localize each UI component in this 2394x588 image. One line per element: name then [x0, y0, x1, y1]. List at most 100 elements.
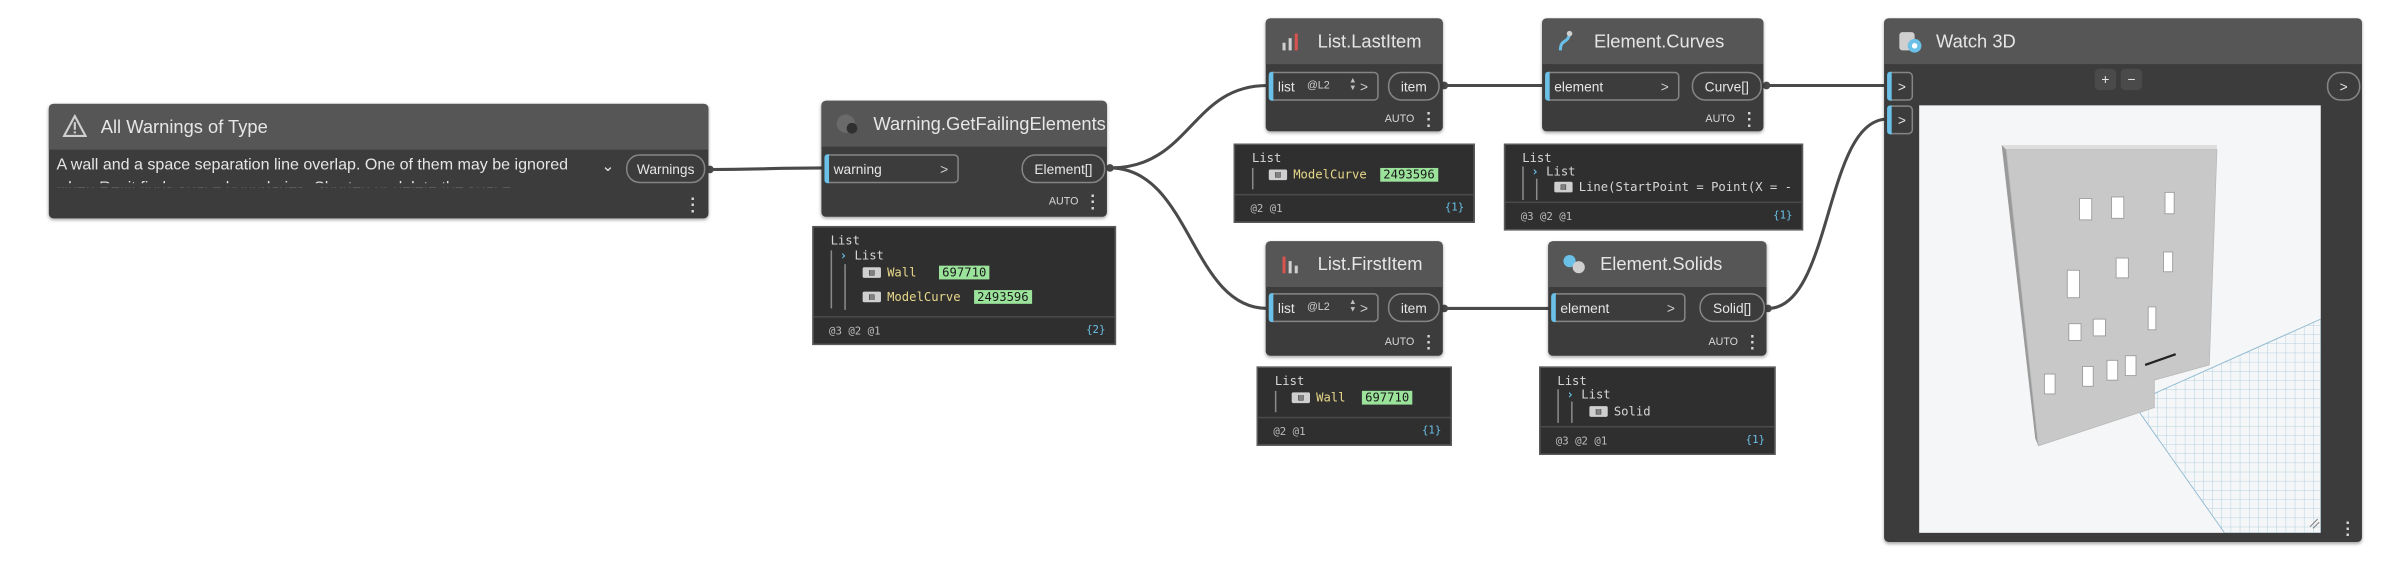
node-title: All Warnings of Type — [100, 116, 268, 138]
more-options-icon[interactable]: ··· — [1426, 328, 1432, 359]
preview-footer: @3 @2 @1 {1} — [1540, 425, 1775, 453]
node-list-lastitem[interactable]: List.LastItem list @L2 ▲▼ > item AUTO ··… — [1265, 18, 1443, 136]
element-id[interactable]: 2493596 — [1380, 167, 1438, 182]
more-options-icon[interactable]: ··· — [690, 190, 696, 222]
element-id[interactable]: 697710 — [1362, 390, 1413, 405]
chevron-right-icon: > — [2339, 78, 2348, 94]
preview-bubble-curves[interactable]: List › List ▤Line(StartPoint = Point(X =… — [1503, 143, 1804, 231]
output-port-warnings[interactable]: Warnings — [625, 154, 706, 184]
element-chip-icon: ▤ — [1291, 392, 1310, 404]
zoom-in-button[interactable]: + — [2094, 68, 2117, 91]
more-options-icon[interactable]: ··· — [1090, 187, 1096, 219]
node-header[interactable]: List.LastItem — [1265, 18, 1443, 65]
preview-sublist[interactable]: › List — [1566, 388, 1610, 402]
output-port-curves[interactable]: Curve[] — [1691, 71, 1762, 101]
chevron-down-icon[interactable]: ⌄ — [601, 158, 615, 176]
element-chip-icon: ▤ — [1268, 169, 1288, 181]
more-options-icon[interactable]: ··· — [1746, 105, 1753, 136]
node-list-firstitem[interactable]: List.FirstItem list @L2 ▲▼ > item AUTO ·… — [1265, 241, 1443, 359]
list-levels: @2 @1 — [1250, 203, 1283, 216]
item-count: {1} — [1773, 209, 1793, 222]
preview-item: ▤ModelCurve 2493596 — [862, 290, 1032, 304]
resize-grip-icon[interactable] — [2309, 518, 2320, 529]
node-title: Warning.GetFailingElements — [873, 112, 1106, 135]
output-port-solids[interactable]: Solid[] — [1699, 293, 1765, 323]
preview-item: ▤Wall 697710 — [1291, 390, 1413, 405]
list-levels: @3 @2 @1 — [1520, 210, 1573, 223]
lacing-label[interactable]: AUTO — [1384, 114, 1415, 126]
output-port-item[interactable]: item — [1387, 71, 1440, 101]
wall-side-face — [2001, 145, 2039, 446]
node-element-solids[interactable]: Element.Solids element > Solid[] AUTO ··… — [1548, 241, 1767, 359]
item-count: {1} — [1444, 201, 1465, 214]
expand-chevron-icon[interactable]: › — [1531, 164, 1539, 179]
node-header[interactable]: Watch 3D — [1884, 18, 2362, 65]
preview-bubble-firstitem[interactable]: List ▤Wall 697710 @2 @1 {1} — [1256, 366, 1452, 446]
node-element-curves[interactable]: Element.Curves element > Curve[] AUTO ··… — [1542, 18, 1764, 136]
lacing-label[interactable]: AUTO — [1708, 337, 1738, 349]
element-chip-icon: ▤ — [862, 267, 881, 278]
wall-front-face — [2005, 149, 2218, 447]
list-level-selector[interactable]: @L2 — [1306, 80, 1330, 92]
level-stepper[interactable]: ▲▼ — [1348, 297, 1357, 315]
list-level-selector[interactable]: @L2 — [1306, 302, 1330, 313]
3d-viewport[interactable] — [1919, 105, 2321, 533]
preview-bubble-getfailingelements[interactable]: List › List ▤Wall 697710 ▤ModelCurve 249… — [812, 225, 1117, 346]
ground-grid — [2132, 318, 2321, 533]
input-port-element[interactable]: element > — [1551, 293, 1686, 323]
input-port-warning[interactable]: warning > — [824, 154, 959, 184]
preview-root-label: List — [1522, 151, 1552, 165]
node-all-warnings-of-type[interactable]: All Warnings of Type A wall and a space … — [48, 103, 709, 222]
preview-footer: @2 @1 {1} — [1235, 193, 1474, 221]
element-id[interactable]: 697710 — [939, 265, 990, 280]
list-levels: @3 @2 @1 — [1555, 435, 1608, 448]
node-header[interactable]: All Warnings of Type — [48, 103, 709, 150]
expand-chevron-icon[interactable]: › — [839, 248, 848, 263]
more-options-icon[interactable]: ··· — [1749, 328, 1756, 359]
curves-icon — [1554, 27, 1581, 54]
more-options-icon[interactable]: ··· — [1426, 105, 1432, 136]
3d-scene — [2001, 145, 2321, 533]
element-id[interactable]: 2493596 — [974, 290, 1032, 304]
list-icon — [1278, 27, 1305, 54]
input-port-list[interactable]: list @L2 ▲▼ > — [1268, 71, 1379, 101]
lacing-label[interactable]: AUTO — [1048, 196, 1079, 208]
output-port-watch[interactable]: > — [2326, 71, 2361, 101]
node-warning-getfailingelements[interactable]: Warning.GetFailingElements warning > Ele… — [821, 100, 1107, 219]
chevron-right-icon: > — [1359, 78, 1369, 94]
element-chip-icon: ▤ — [862, 291, 881, 303]
node-header[interactable]: List.FirstItem — [1265, 241, 1443, 288]
preview-footer: @3 @2 @1 {2} — [813, 316, 1115, 343]
input-port-list[interactable]: list @L2 ▲▼ > — [1268, 293, 1379, 323]
level-stepper[interactable]: ▲▼ — [1348, 76, 1357, 94]
node-header[interactable]: Warning.GetFailingElements — [821, 100, 1107, 147]
geometry-chip-icon: ▤ — [1554, 181, 1573, 193]
lacing-label[interactable]: AUTO — [1384, 337, 1415, 349]
preview-sublist[interactable]: › List — [840, 249, 884, 263]
zoom-out-button[interactable]: − — [2120, 68, 2143, 91]
input-port-watch-b[interactable]: > — [1887, 105, 1914, 135]
preview-sublist[interactable]: › List — [1531, 165, 1575, 179]
input-port-element[interactable]: element > — [1545, 71, 1680, 101]
output-port-elements[interactable]: Element[] — [1021, 154, 1106, 184]
node-title: List.LastItem — [1317, 30, 1422, 52]
input-port-watch-a[interactable]: > — [1887, 71, 1914, 101]
item-count: {2} — [1086, 323, 1106, 336]
watch-3d-icon — [1896, 27, 1923, 54]
wire-warnings-to-warning[interactable] — [709, 166, 825, 172]
lacing-label[interactable]: AUTO — [1705, 114, 1735, 126]
preview-sublist-label: List — [1546, 164, 1576, 179]
preview-bubble-lastitem[interactable]: List ▤ModelCurve 2493596 @2 @1 {1} — [1233, 143, 1475, 223]
warning-type-dropdown[interactable]: A wall and a space separation line overl… — [56, 154, 622, 188]
preview-root-label: List — [1274, 374, 1305, 388]
node-watch-3d[interactable]: Watch 3D > > > + − — [1884, 18, 2362, 546]
preview-bubble-solids[interactable]: List › List ▤Solid @3 @2 @1 {1} — [1539, 366, 1776, 455]
preview-item: ▤ModelCurve 2493596 — [1268, 167, 1438, 182]
expand-chevron-icon[interactable]: › — [1566, 387, 1574, 402]
item-count: {1} — [1421, 424, 1442, 437]
node-header[interactable]: Element.Curves — [1542, 18, 1764, 65]
node-header[interactable]: Element.Solids — [1548, 241, 1767, 288]
output-port-item[interactable]: item — [1387, 293, 1440, 323]
more-options-icon[interactable]: ··· — [2345, 514, 2352, 546]
